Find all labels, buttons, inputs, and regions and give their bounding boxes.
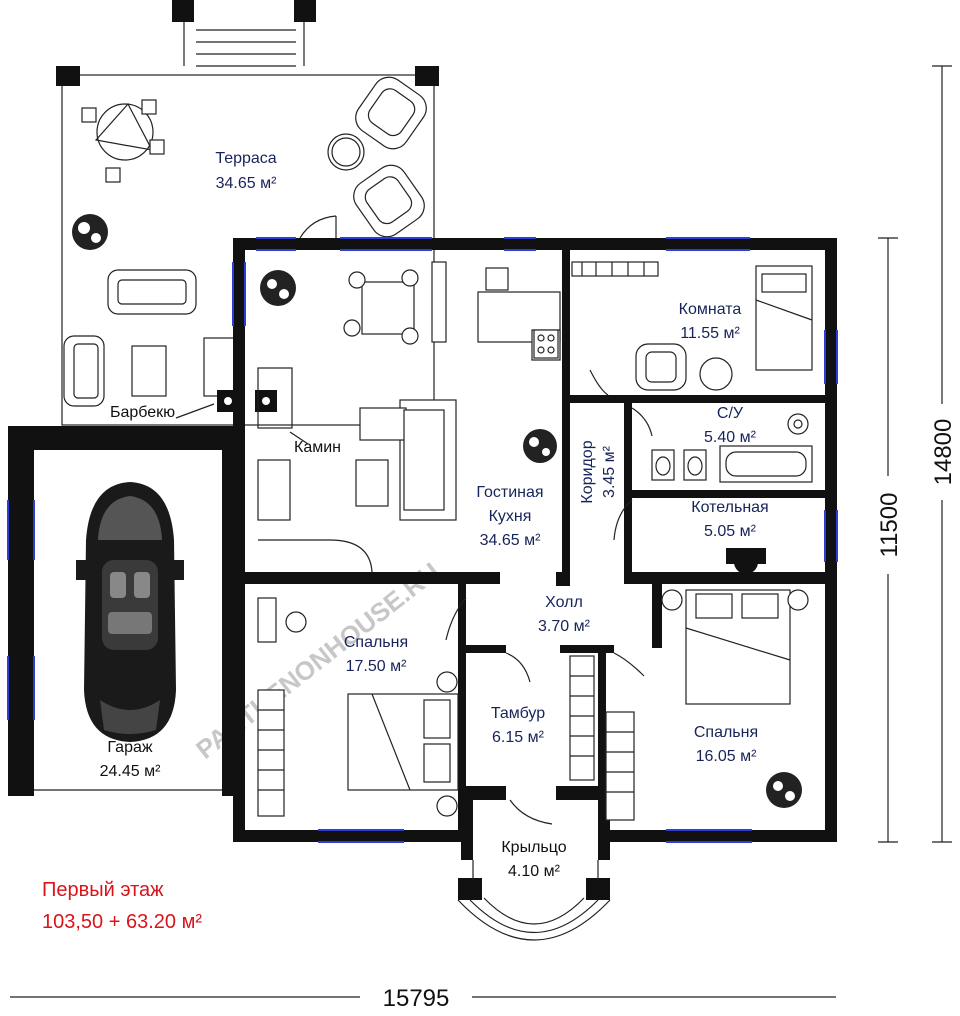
floor-name: Первый этаж [42, 879, 164, 901]
room-garage-label: Гараж 24.45 м² [100, 739, 161, 780]
svg-text:11500: 11500 [876, 493, 903, 558]
garden-table-icon [81, 99, 165, 183]
wardrobe-icon [569, 655, 595, 781]
round-table-icon [327, 133, 365, 171]
armchair-icon [355, 76, 427, 150]
wardrobe-icon [571, 261, 659, 277]
room-komnata-label: Комната 11.55 м² [679, 301, 742, 342]
room-name: Котельная [691, 499, 768, 516]
room-name: Гостиная [476, 484, 543, 501]
room-bedroom1-label: Спальня 17.50 м² [344, 634, 408, 675]
room-area: 17.50 м² [346, 658, 407, 675]
room-corridor-label: Коридор 3.45 м² [579, 440, 618, 503]
car-icon [76, 482, 184, 742]
room-name: Тамбур [491, 705, 545, 722]
armchair-icon [353, 164, 425, 238]
room-name: Холл [545, 594, 583, 611]
plant-icon [260, 270, 296, 306]
room-name: Гараж [107, 739, 152, 756]
room-area: 5.05 м² [704, 523, 757, 540]
bed-icon [661, 589, 809, 705]
room-bedroom2-label: Спальня 16.05 м² [694, 724, 758, 765]
room-area: 3.70 м² [538, 618, 591, 635]
walls [8, 238, 837, 900]
sink-icon [787, 413, 809, 435]
room-name: Коридор [579, 440, 596, 503]
bbq-label: Барбекю [110, 404, 175, 421]
room-name: Терраса [215, 150, 276, 167]
bed-icon [347, 671, 459, 817]
room-name: Спальня [344, 634, 408, 651]
desk-icon [257, 597, 307, 643]
bbq-counter-icon [203, 337, 237, 397]
room-area: 4.10 м² [508, 863, 561, 880]
room-area: 3.45 м² [601, 445, 618, 498]
side-table-icon [699, 357, 733, 391]
bathtub-icon [719, 445, 813, 483]
room-area: 34.65 м² [480, 532, 541, 549]
terrace-area [56, 0, 439, 426]
bed-icon [755, 265, 813, 371]
coffee-table-icon [131, 345, 167, 397]
sofa-icon [107, 269, 197, 315]
stairs-icon [172, 0, 316, 67]
dimension-width: 15795 [10, 985, 836, 1012]
wardrobe-icon [257, 689, 285, 817]
sofa-icon [63, 335, 105, 407]
room-living-label: Гостиная Кухня 34.65 м² [476, 484, 543, 549]
armchair-icon [635, 343, 687, 391]
room-terrace-label: Терраса 34.65 м² [215, 150, 277, 192]
fireplace-icon [257, 367, 373, 573]
dimension-height-total: 14800 [930, 65, 957, 843]
dimension-height-inner: 11500 [876, 237, 903, 843]
stove-icon [533, 329, 559, 359]
room-name: Крыльцо [501, 839, 566, 856]
room-area: 16.05 м² [696, 748, 757, 765]
room-porch-label: Крыльцо 4.10 м² [501, 839, 566, 880]
wardrobe-icon [605, 711, 635, 821]
room-name: Спальня [694, 724, 758, 741]
svg-text:14800: 14800 [930, 419, 957, 486]
coffee-table-icon [355, 459, 389, 507]
plant-icon [766, 772, 802, 808]
boiler-icon [726, 548, 766, 574]
room-boiler-label: Котельная 5.05 м² [691, 499, 768, 540]
porch-steps-icon [457, 860, 611, 941]
room-area: 34.65 м² [216, 175, 277, 192]
room-hall-label: Холл 3.70 м² [538, 594, 591, 635]
svg-text:15795: 15795 [383, 985, 450, 1012]
room-name: Кухня [489, 508, 532, 525]
plant-icon [523, 429, 557, 463]
room-area: 24.45 м² [100, 763, 161, 780]
room-area: 5.40 м² [704, 429, 757, 446]
room-area: 11.55 м² [680, 325, 740, 342]
floor-area: 103,50 + 63.20 м² [42, 911, 202, 933]
doors [299, 215, 653, 825]
room-name: Комната [679, 301, 742, 318]
toilet-icon [651, 449, 707, 481]
floor-title: Первый этаж 103,50 + 63.20 м² [42, 879, 202, 933]
room-bath-label: С/У 5.40 м² [704, 405, 757, 446]
room-area: 6.15 м² [492, 729, 545, 746]
room-vestibule-label: Тамбур 6.15 м² [491, 705, 545, 746]
room-name: С/У [717, 405, 744, 422]
plant-icon [72, 214, 108, 250]
fireplace-label: Камин [294, 439, 341, 456]
sofa-icon [359, 399, 457, 521]
dining-table-icon [343, 269, 419, 345]
windows [7, 237, 838, 843]
